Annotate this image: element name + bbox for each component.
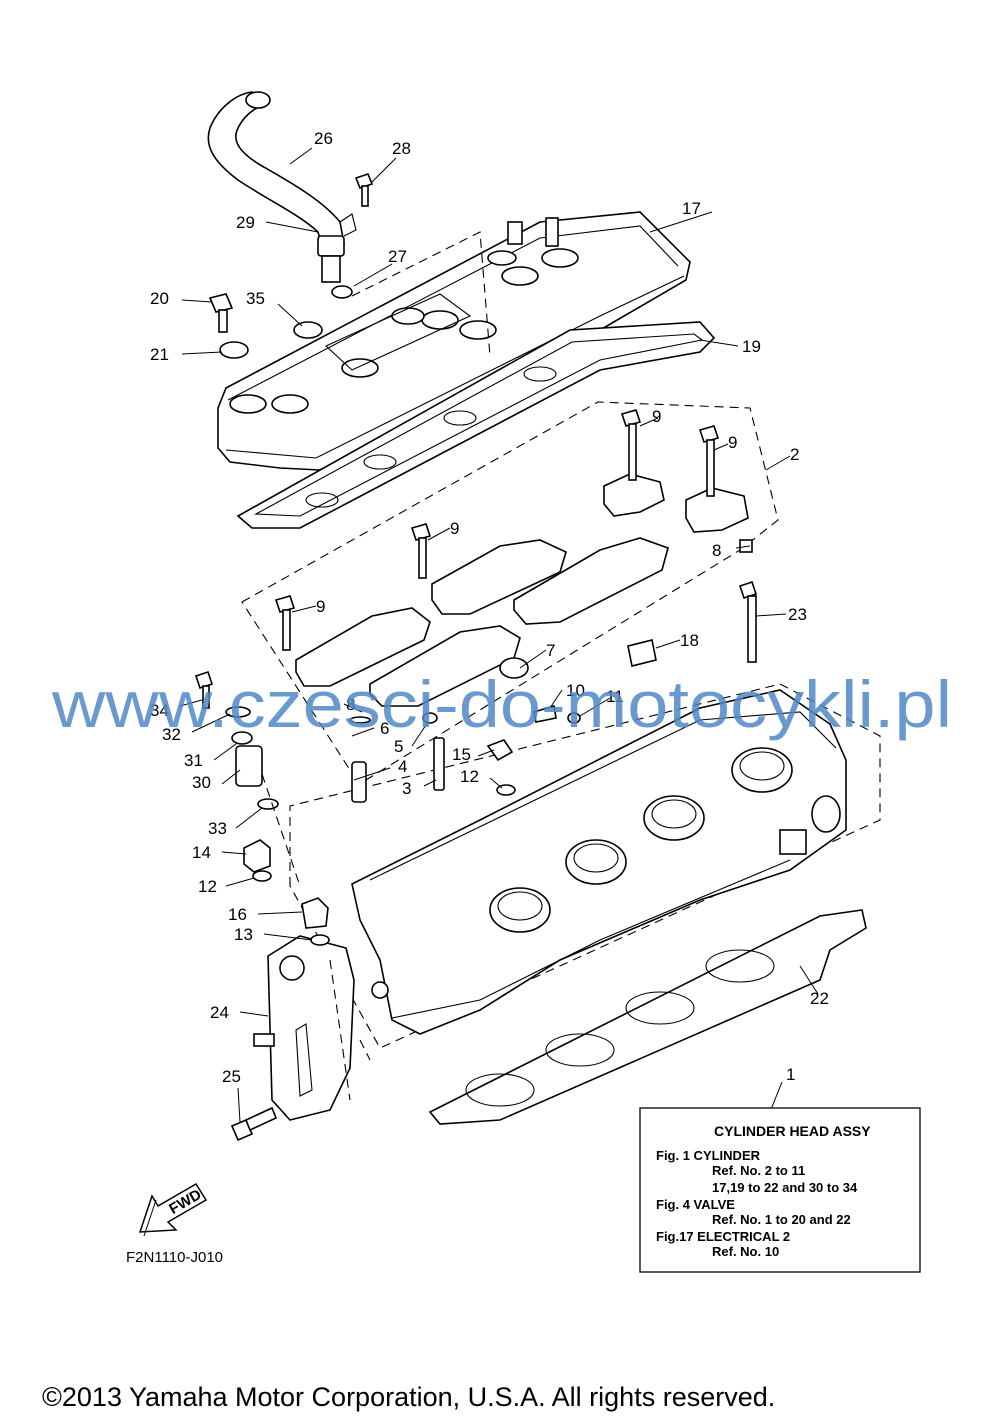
legend-line-4: Fig. 4 VALVE (656, 1197, 735, 1212)
legend-title: CYLINDER HEAD ASSY (714, 1123, 871, 1139)
callout-20: 20 (150, 289, 169, 308)
plug-35-part (293, 321, 323, 339)
callout-12a: 12 (460, 767, 479, 786)
callout-8b: 8 (712, 541, 721, 560)
callout-23: 23 (788, 605, 807, 624)
callout-16: 16 (228, 905, 247, 924)
callout-35: 35 (246, 289, 265, 308)
left-small-parts (194, 670, 330, 946)
callout-21: 21 (150, 345, 169, 364)
bolt-25-part (230, 1106, 278, 1142)
grommet-21-part (219, 341, 249, 359)
callout-3: 3 (402, 779, 411, 798)
valve-group-outline (289, 683, 881, 1049)
callout-34: 34 (150, 701, 169, 720)
callout-9c: 9 (450, 519, 459, 538)
valve-parts (349, 657, 581, 803)
stud-23-part (738, 580, 758, 663)
breather-hose-part (207, 91, 357, 283)
callout-5: 5 (394, 737, 403, 756)
guide-lines (261, 231, 491, 1101)
legend-line-1: Fig. 1 CYLINDER (656, 1148, 761, 1163)
fwd-arrow-icon: FWD (138, 1182, 208, 1237)
o-ring-27-part (331, 285, 353, 299)
callout-15: 15 (452, 745, 471, 764)
callout-26: 26 (314, 129, 333, 148)
callout-24: 24 (210, 1003, 229, 1022)
figure-code: F2N1110-J010 (126, 1249, 223, 1266)
legend-line-3: 17,19 to 22 and 30 to 34 (712, 1180, 858, 1195)
callout-18: 18 (680, 631, 699, 650)
legend-line-7: Ref. No. 10 (712, 1244, 779, 1259)
callout-10: 10 (566, 681, 585, 700)
legend-line-5: Ref. No. 1 to 20 and 22 (712, 1212, 851, 1227)
camshaft-cap-part (295, 473, 753, 707)
callout-12b: 12 (198, 877, 217, 896)
callout-2: 2 (790, 445, 799, 464)
bolt-28-part (354, 173, 374, 207)
callout-22: 22 (810, 989, 829, 1008)
callout-8a: 8 (346, 695, 355, 714)
legend-line-2: Ref. No. 2 to 11 (712, 1163, 805, 1178)
callout-33: 33 (208, 819, 227, 838)
callout-25: 25 (222, 1067, 241, 1086)
copyright-notice: ©2013 Yamaha Motor Corporation, U.S.A. A… (42, 1382, 775, 1412)
callout-labels: 1 2 3 4 5 6 7 8 8 9 9 9 9 10 11 12 12 13… (150, 129, 829, 1086)
callout-31: 31 (184, 751, 203, 770)
callout-13: 13 (234, 925, 253, 944)
head-gasket-part (428, 909, 867, 1125)
bracket-plate-part (253, 935, 355, 1121)
callout-32: 32 (162, 725, 181, 744)
bolt-9-part (274, 409, 720, 651)
watermark-text: www.czesci-do-motocykli.pl (51, 667, 952, 741)
legend-box: CYLINDER HEAD ASSY Fig. 1 CYLINDER Ref. … (639, 1107, 921, 1273)
callout-1: 1 (786, 1065, 795, 1084)
callout-30: 30 (192, 773, 211, 792)
cylinder-head-part (351, 689, 847, 1035)
callout-9d: 9 (316, 597, 325, 616)
head-cover-part (217, 211, 691, 471)
callout-4: 4 (398, 757, 407, 776)
callout-9b: 9 (728, 433, 737, 452)
callout-17: 17 (682, 199, 701, 218)
part-18 (627, 639, 657, 667)
callout-7: 7 (546, 641, 555, 660)
callout-27: 27 (388, 247, 407, 266)
callout-6: 6 (380, 719, 389, 738)
legend-line-6: Fig.17 ELECTRICAL 2 (656, 1229, 790, 1244)
callout-28: 28 (392, 139, 411, 158)
callout-11: 11 (606, 687, 624, 706)
callout-29: 29 (236, 213, 255, 232)
bolt-20-part (208, 293, 234, 333)
callout-19: 19 (742, 337, 761, 356)
callout-14: 14 (192, 843, 211, 862)
callout-9a: 9 (652, 407, 661, 426)
